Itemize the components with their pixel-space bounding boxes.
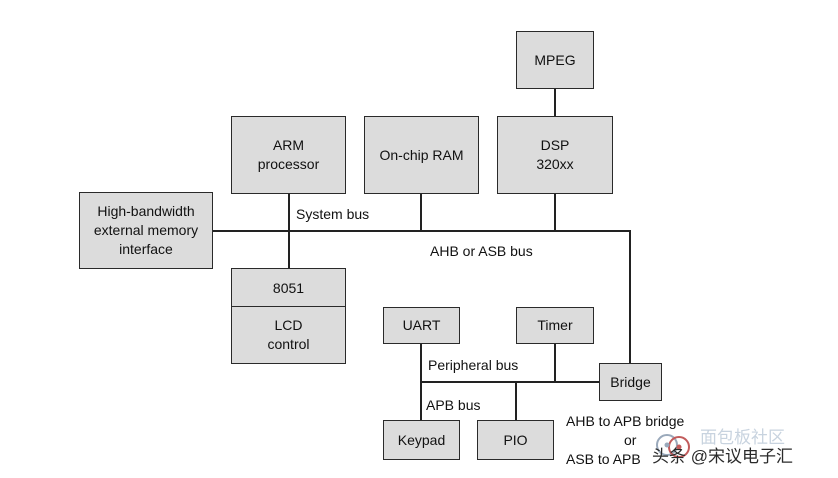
system-bus-label: System bus <box>296 206 370 222</box>
keypad-label: Keypad <box>397 431 446 448</box>
uart-label: UART <box>402 317 441 333</box>
arm-label-line1: ARM <box>272 137 305 153</box>
watermark-main-text: 头条 @宋议电子汇 <box>652 447 793 466</box>
pio-label: PIO <box>503 431 528 448</box>
watermark-logo-icon <box>656 434 690 458</box>
dsp-label-line2: 320xx <box>536 156 574 172</box>
timer-block: Timer <box>516 307 594 344</box>
ram-label: On-chip RAM <box>379 146 464 163</box>
bridge-block: Bridge <box>599 363 662 401</box>
peripheral-bus-label: Peripheral bus <box>428 357 519 373</box>
arm-processor-block: ARM processor <box>231 116 346 194</box>
lcd-label-line1: LCD <box>274 317 303 333</box>
on-chip-ram-block: On-chip RAM <box>364 116 479 194</box>
bridge-caption-line3: ASB to APB <box>566 451 641 467</box>
hbm-label-line1: High-bandwidth <box>97 203 195 219</box>
bridge-caption-line2: or <box>624 432 637 448</box>
timer-label: Timer <box>537 317 573 333</box>
high-bandwidth-memory-interface-block: High-bandwidth external memory interface <box>79 192 213 269</box>
hbm-label-line3: interface <box>119 241 173 257</box>
bridge-caption-line1: AHB to APB bridge <box>566 413 685 429</box>
arm-label-line2: processor <box>257 156 320 172</box>
dsp-label-line1: DSP <box>540 137 570 153</box>
apb-bus-label: APB bus <box>426 397 481 413</box>
dsp-block: DSP 320xx <box>497 116 613 194</box>
uart-block: UART <box>383 307 460 344</box>
mpeg-label: MPEG <box>534 51 576 68</box>
hbm-label-line2: external memory <box>93 222 199 238</box>
pio-block: PIO <box>477 420 554 460</box>
ahb-asb-bus-label: AHB or ASB bus <box>430 243 533 259</box>
watermark-ghost-text: 面包板社区 <box>700 428 785 447</box>
keypad-block: Keypad <box>383 420 460 460</box>
mpeg-block: MPEG <box>516 31 594 89</box>
lcd-control-block: LCD control <box>231 306 346 364</box>
lcd-label-line2: control <box>267 336 310 352</box>
8051-block: 8051 <box>231 268 346 308</box>
8051-label: 8051 <box>272 279 305 296</box>
bridge-label: Bridge <box>610 373 651 390</box>
